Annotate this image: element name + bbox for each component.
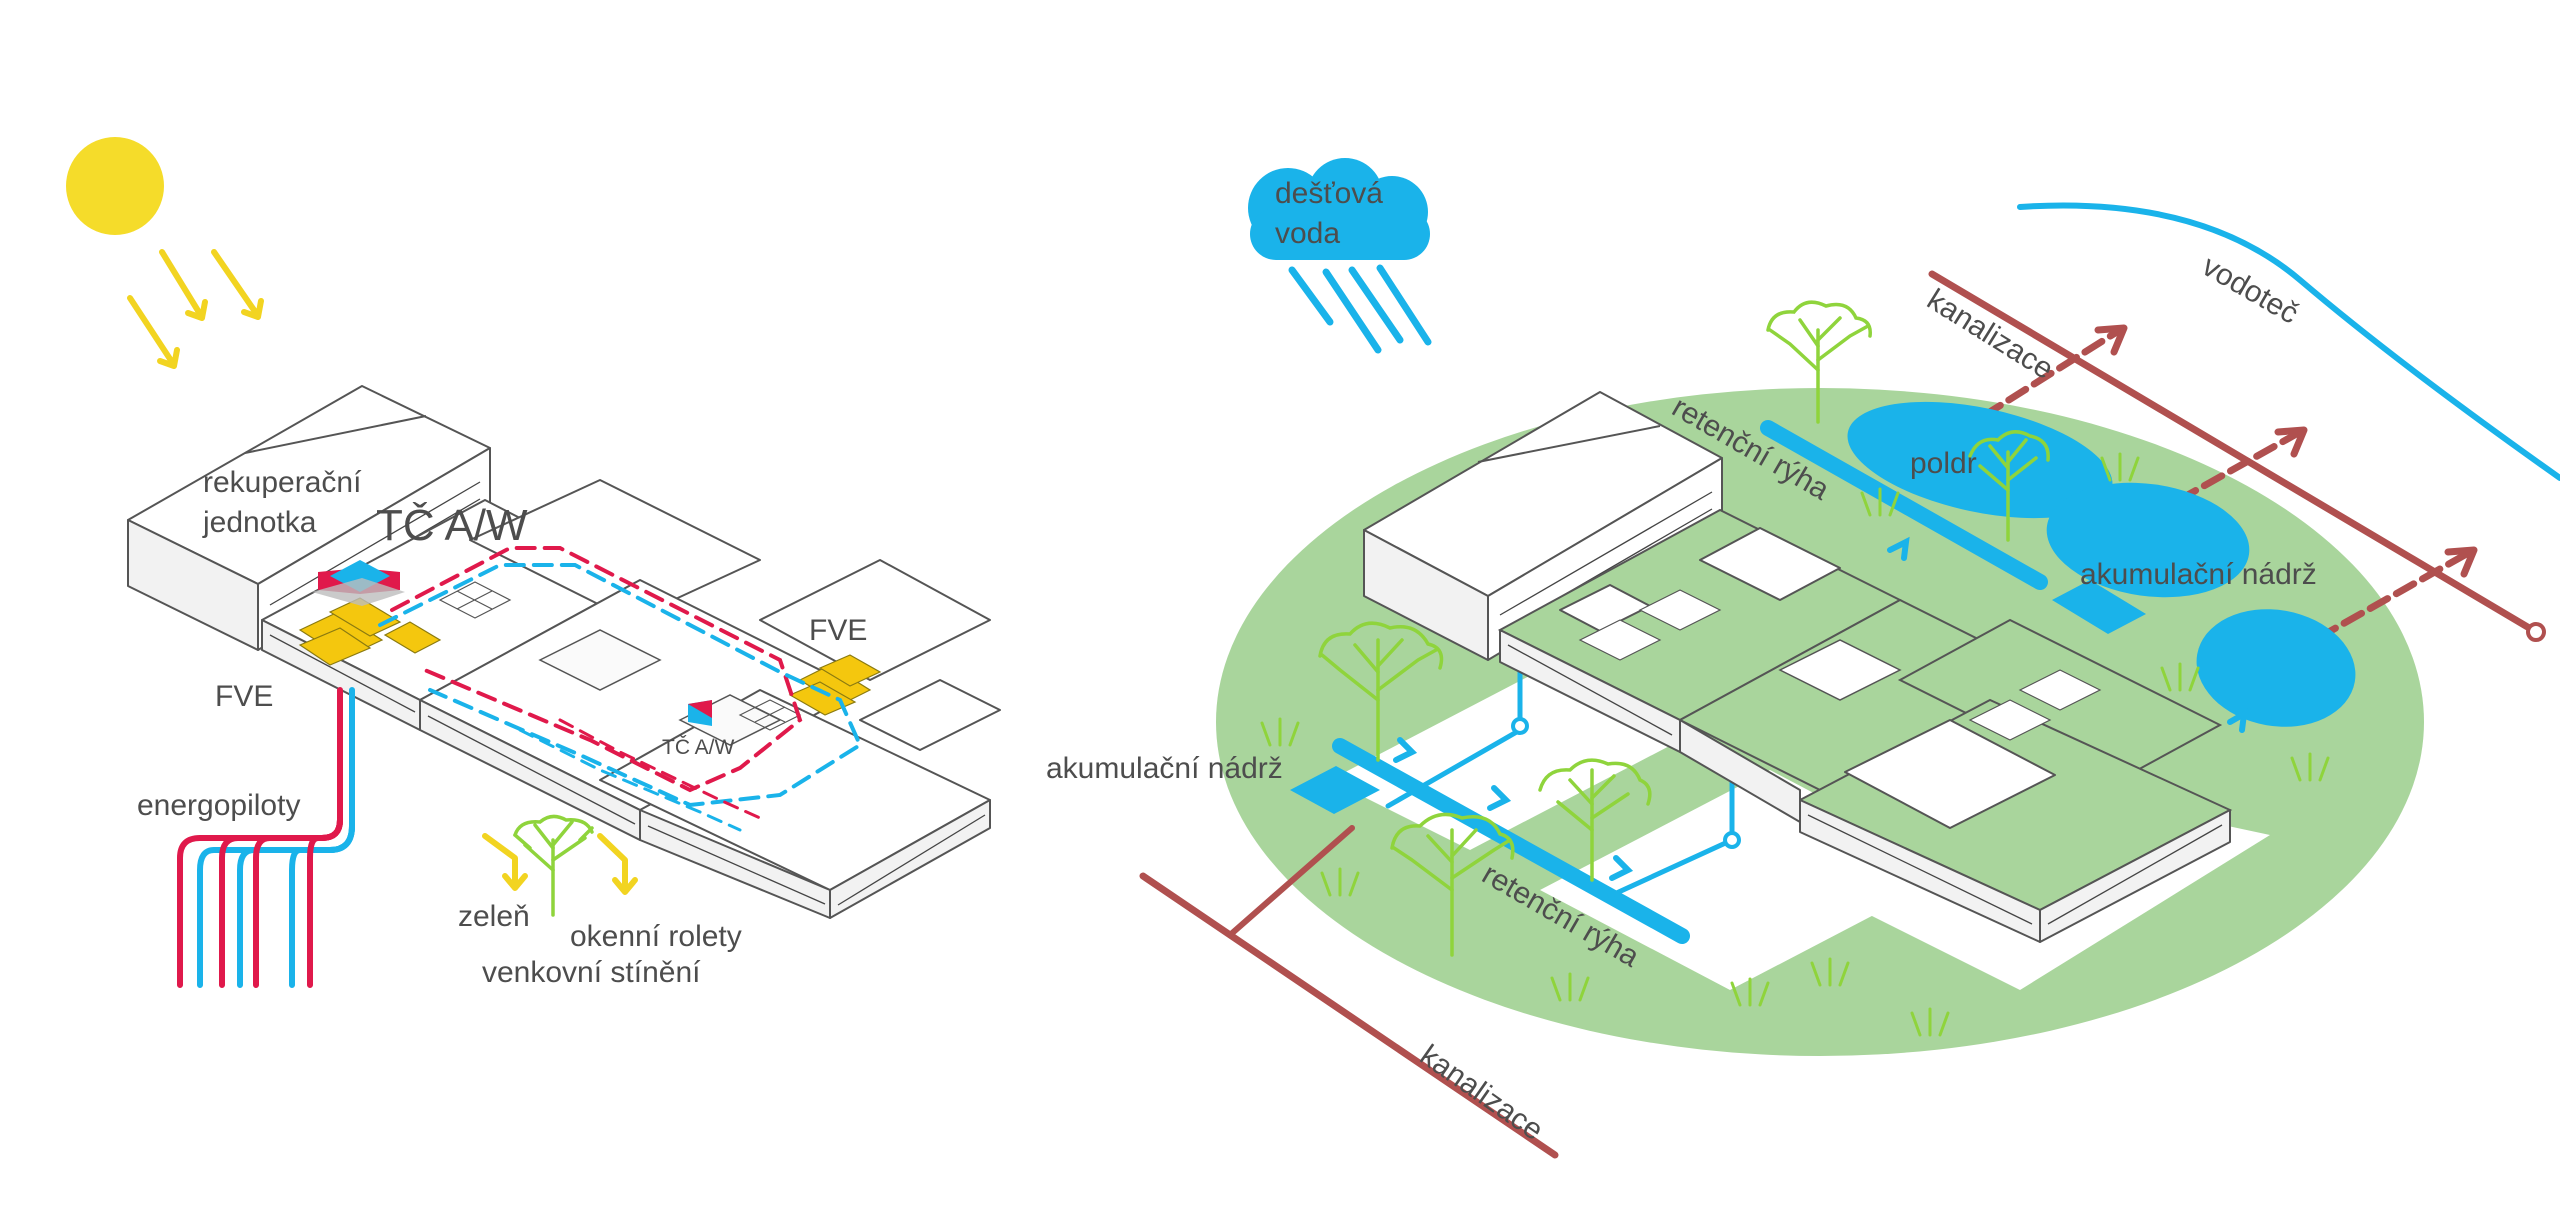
label-zelen: zeleň <box>458 900 530 933</box>
label-akumulacni-nadrz-right: akumulační nádrž <box>2080 558 2317 591</box>
water-basins <box>1847 401 2356 727</box>
flow-chevrons <box>1393 536 2248 881</box>
label-poldr: poldr <box>1910 447 1977 480</box>
grass-tufts <box>1260 452 2330 1037</box>
distribution-loops <box>378 546 863 832</box>
watercourse <box>2017 202 2560 481</box>
solar-panel-icon <box>298 597 882 716</box>
label-fve-left: FVE <box>215 680 273 713</box>
label-jednotka: jednotka <box>202 506 317 539</box>
school-wings-right <box>1497 508 2233 943</box>
sun-icon <box>66 137 164 235</box>
tree-icon <box>1318 300 2050 957</box>
shading-arrows <box>482 833 638 895</box>
school-wings-left <box>261 479 1001 919</box>
sun-ray-arrows <box>127 249 264 369</box>
label-okenni-rolety: okenní rolety <box>570 920 742 953</box>
energy-piles <box>177 687 355 988</box>
retention-trenches <box>1290 420 2146 944</box>
label-tc-big: TČ A/W <box>376 500 528 550</box>
energy-scene: rekuperační jednotka TČ A/W FVE FVE TČ A… <box>66 137 1001 989</box>
heat-pump-icon-small <box>688 700 712 726</box>
label-kanalizace-bottom: kanalizace <box>1414 1039 1549 1147</box>
label-vodotec: vodoteč <box>2197 249 2305 330</box>
label-fve-right: FVE <box>809 614 867 647</box>
label-akumulacni-nadrz-left: akumulační nádrž <box>1046 752 1283 785</box>
tree-icon <box>513 814 594 917</box>
label-tc-small: TČ A/W <box>662 736 735 759</box>
rain-cloud-icon <box>1248 158 1432 354</box>
water-scene: dešťová voda vodoteč kanalizace retenční… <box>1046 158 2560 1159</box>
label-rekuperacni: rekuperační <box>203 466 362 499</box>
heat-pump-icon <box>312 560 405 606</box>
label-destova: dešťová <box>1275 177 1383 210</box>
label-voda: voda <box>1275 217 1340 250</box>
label-venkovni-stineni: venkovní stínění <box>482 956 701 989</box>
label-energopiloty: energopiloty <box>137 789 300 822</box>
